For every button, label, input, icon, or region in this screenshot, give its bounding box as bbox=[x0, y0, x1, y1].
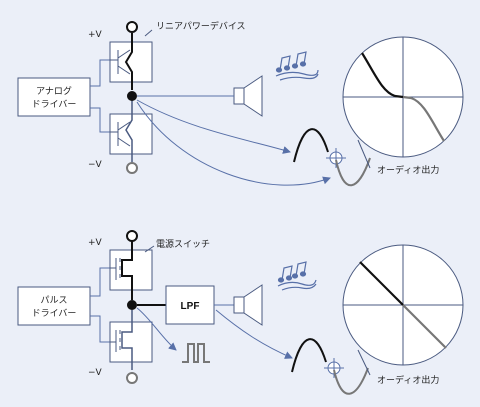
bottom-transfer-curve-dark bbox=[359, 261, 404, 306]
bottom-output-node bbox=[127, 300, 137, 310]
top-lower-device-path bbox=[125, 96, 133, 162]
top-wave-negative bbox=[335, 157, 371, 187]
bottom-transfer-curve-gray bbox=[402, 304, 447, 349]
top-lower-transistor-box bbox=[109, 113, 153, 155]
bottom-lower-switch-symbol bbox=[110, 330, 121, 352]
bottom-pulse-waveform bbox=[182, 343, 210, 363]
top-driver-label-2: ドライバー bbox=[32, 99, 77, 110]
top-wave-positive bbox=[293, 128, 329, 163]
bottom-pos-terminal bbox=[126, 230, 138, 242]
top-lower-transistor-symbol bbox=[110, 121, 131, 147]
bottom-lpf-label: LPF bbox=[181, 301, 200, 312]
top-output-node bbox=[127, 91, 137, 101]
top-device-label: リニアパワーデバイス bbox=[156, 20, 246, 32]
bottom-supply-pos-label: +V bbox=[88, 238, 103, 248]
top-driver-box bbox=[17, 77, 91, 117]
bottom-drive-line-lower bbox=[90, 315, 110, 343]
top-drive-line-lower bbox=[90, 107, 110, 133]
top-supply-neg-label: −V bbox=[88, 160, 103, 170]
top-transfer-curve-dark bbox=[361, 52, 404, 99]
top-arrow-negative bbox=[136, 101, 331, 186]
bottom-driver-box bbox=[17, 286, 91, 326]
bottom-lower-switch-path bbox=[121, 310, 133, 370]
top-upper-transistor-symbol bbox=[110, 49, 131, 75]
top-music-note-icon bbox=[275, 51, 319, 81]
bottom-pulse-arrow bbox=[136, 307, 177, 351]
top-speaker-icon bbox=[233, 75, 263, 117]
bottom-wave-negative bbox=[333, 367, 369, 395]
top-upper-device-path bbox=[124, 48, 133, 90]
top-diagram: アナログ ドライバー +V −V bbox=[17, 20, 464, 187]
top-neg-terminal bbox=[126, 162, 138, 174]
top-drive-line-upper bbox=[90, 59, 110, 87]
top-output-label: オーディオ出力 bbox=[377, 164, 439, 176]
bottom-output-label: オーディオ出力 bbox=[377, 374, 439, 386]
bottom-music-note-icon bbox=[277, 261, 317, 291]
top-transfer-curve-gray bbox=[402, 95, 445, 142]
bottom-drive-line-upper bbox=[90, 267, 110, 297]
bottom-device-label: 電源スイッチ bbox=[156, 239, 210, 250]
top-supply-pos-label: +V bbox=[88, 30, 103, 40]
top-driver-label-1: アナログ bbox=[36, 85, 72, 97]
bottom-arrow-output bbox=[215, 309, 293, 359]
bottom-diagram: パルス ドライバー +V −V 電 bbox=[17, 230, 464, 395]
top-arrow-positive bbox=[136, 99, 291, 154]
bottom-neg-terminal bbox=[126, 372, 138, 384]
bottom-driver-label-1: パルス bbox=[40, 295, 67, 306]
top-pos-terminal bbox=[126, 21, 138, 33]
bottom-supply-neg-label: −V bbox=[88, 368, 103, 378]
bottom-upper-switch-path bbox=[121, 256, 133, 300]
bottom-wave-positive bbox=[291, 338, 327, 373]
bottom-upper-switch-symbol bbox=[110, 258, 121, 280]
bottom-speaker-icon bbox=[233, 284, 263, 326]
bottom-driver-label-2: ドライバー bbox=[32, 308, 77, 319]
